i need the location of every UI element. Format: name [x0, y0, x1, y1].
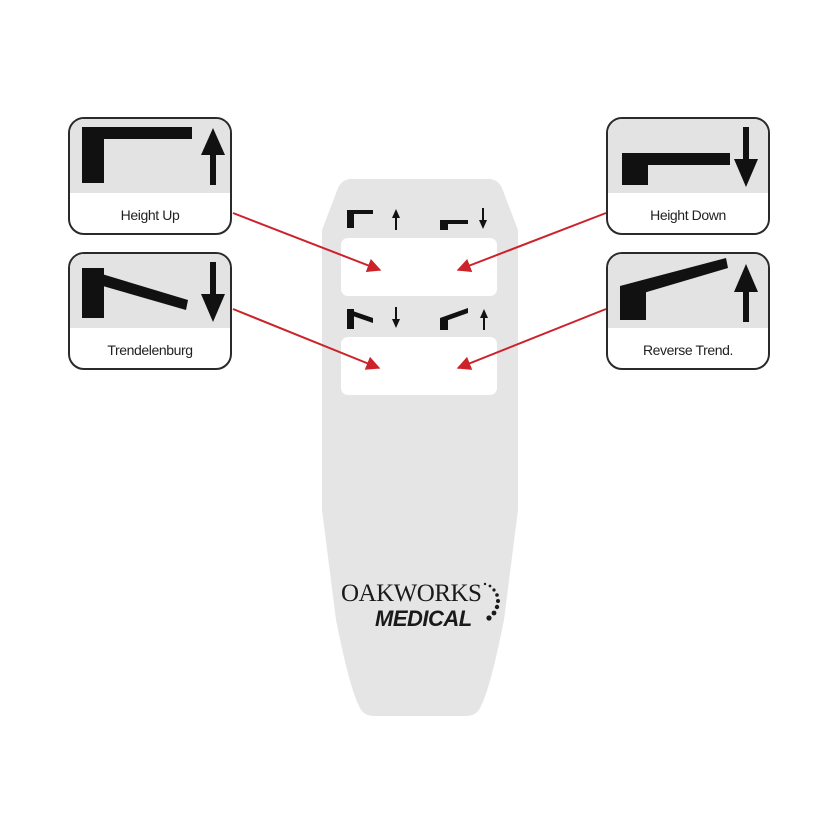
pointer-arrow-trendelenburg: [232, 308, 381, 370]
reverse-trend-icon: [608, 254, 768, 328]
trendelenburg-icon: [70, 254, 230, 328]
height-up-icon: [70, 119, 230, 193]
remote-height-up-icon: [347, 209, 400, 230]
logo-dots-icon: [483, 582, 500, 621]
pointer-arrow-height-up: [232, 212, 382, 272]
callout-trendelenburg: Trendelenburg: [68, 252, 232, 370]
remote-reverse-trend-icon: [440, 308, 488, 330]
remote-trendelenburg-icon: [347, 307, 400, 329]
callout-label: Trendelenburg: [107, 342, 193, 358]
oakworks-medical-logo: OAKWORKS MEDICAL: [337, 578, 507, 638]
pointer-arrow-reverse-trend: [456, 308, 607, 370]
callout-label: Height Down: [650, 207, 726, 223]
logo-line2: MEDICAL: [375, 606, 472, 631]
remote-body: [322, 179, 518, 716]
height-down-icon: [608, 119, 768, 193]
callout-label: Reverse Trend.: [642, 342, 734, 358]
button-panel-tilt[interactable]: [341, 337, 497, 395]
callout-height-down: Height Down: [606, 117, 770, 235]
callout-reverse-trend: Reverse Trend.: [606, 252, 770, 370]
logo-line1: OAKWORKS: [341, 580, 482, 607]
callout-label: Height Up: [120, 207, 180, 223]
remote-height-down-icon: [440, 208, 487, 230]
button-panel-height[interactable]: [341, 238, 497, 296]
pointer-arrow-height-down: [456, 212, 607, 273]
callout-height-up: Height Up: [68, 117, 232, 235]
